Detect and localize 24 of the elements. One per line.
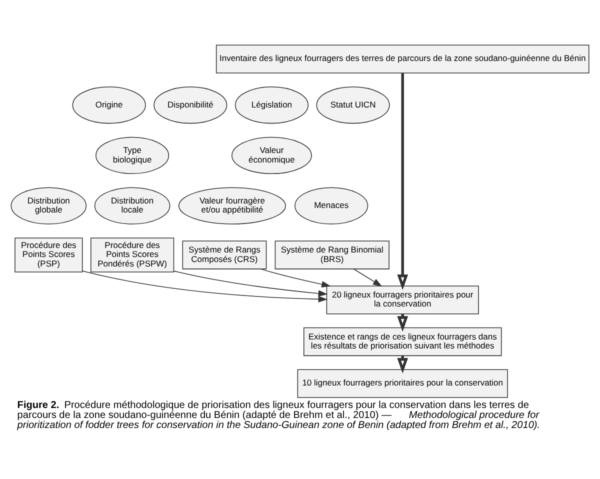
- caption: Figure 2. Procédure méthodologique de priorisation des ligneux fourragers pour la conservation dans les terres de parcours de la zone soudano-guinéenne du Bénin (adapté de Brehm et al., 2010) — Methodological procedure for prioritization of fodder trees for conservation in the Sudano-Guinean zone of Benin (adapted from Brehm et al., 2010).: [17, 400, 540, 432]
- node-box: Procédure des Points Scores Pondérés (PSPW): [90, 238, 174, 272]
- arrow: [173, 270, 328, 297]
- node-box: Procédure des Points Scores (PSP): [14, 238, 83, 272]
- node-ellipse: Menaces: [294, 187, 368, 224]
- node-ellipse: Distribution locale: [94, 187, 170, 224]
- node-ellipse: Législation: [234, 86, 308, 124]
- arrow: [82, 270, 328, 302]
- node-ellipse: Valeur fourragère et/ou appétibilité: [178, 187, 286, 224]
- arrow: [353, 268, 382, 287]
- node-ellipse: Type biologique: [96, 136, 170, 174]
- node-box: Inventaire des ligneux fourragers des terres de parcours de la zone soudano-guinéenne du Bénin: [216, 44, 590, 74]
- node-box: Système de Rangs Composés (CRS): [182, 240, 267, 270]
- node-ellipse: Distribution globale: [10, 187, 87, 224]
- node-ellipse: Disponibilité: [154, 86, 228, 124]
- node-box: Système de Rang Binomial (BRS): [274, 240, 390, 270]
- node-ellipse: Valeur économique: [232, 136, 312, 174]
- node-box: 20 ligneux fourragers prioritaires pour la conservation: [326, 286, 479, 314]
- arrow: [260, 268, 331, 288]
- node-box: 10 ligneux fourragers prioritaires pour la conservation: [297, 369, 508, 398]
- node-box: Existence et rangs de ces ligneux fourragers dans les résultats de priorisation suivant les méthodes: [303, 327, 502, 356]
- node-ellipse: Statut UICN: [316, 86, 390, 124]
- arrow: [397, 73, 408, 290]
- node-ellipse: Origine: [72, 86, 146, 124]
